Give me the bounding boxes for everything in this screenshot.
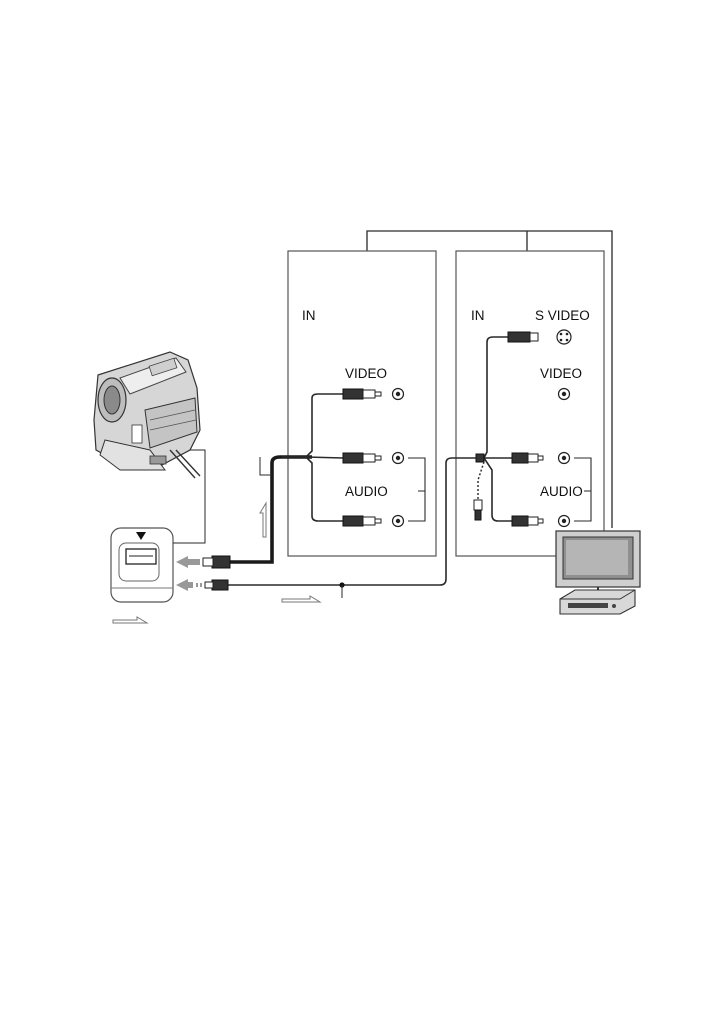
right-panel-audio-label: AUDIO: [540, 484, 583, 499]
left-device-panel: IN VIDEO AUDIO: [288, 251, 436, 556]
right-panel-video-label: VIDEO: [540, 366, 582, 381]
tv-vcr-icon: [556, 531, 640, 614]
av-jack-cover-icon: [111, 528, 173, 602]
svideo-plug: [508, 332, 538, 342]
left-panel-video-label: VIDEO: [345, 366, 387, 381]
svideo-insertion-arrow: [176, 579, 202, 591]
right-audio-plug-r: [512, 516, 543, 526]
camcorder-av-plug: [203, 556, 230, 568]
left-panel-in-label: IN: [302, 308, 316, 323]
signal-flow-arrow-bottom: [282, 596, 320, 602]
right-audio-plug-l: [512, 453, 543, 463]
left-audio-plug-r: [343, 516, 381, 526]
left-audio-jack-r: [393, 516, 404, 527]
signal-flow-arrow-vertical: [260, 503, 266, 537]
right-audio-jack-r: [559, 516, 570, 527]
right-panel-in-label: IN: [471, 308, 485, 323]
right-audio-jack-l: [559, 453, 570, 464]
signal-flow-arrow-jack: [113, 617, 147, 623]
left-audio-plug-l: [343, 453, 381, 463]
left-audio-jack-l: [393, 453, 404, 464]
right-panel-svideo-label: S VIDEO: [535, 308, 590, 323]
plug-insertion-arrow: [176, 556, 200, 568]
right-svideo-jack: [557, 330, 571, 344]
camcorder-icon: [94, 352, 200, 478]
left-video-plug: [343, 389, 381, 399]
left-panel-audio-label: AUDIO: [345, 484, 388, 499]
right-video-jack: [559, 389, 570, 400]
left-video-jack: [393, 389, 404, 400]
camcorder-svideo-plug: [205, 580, 228, 590]
